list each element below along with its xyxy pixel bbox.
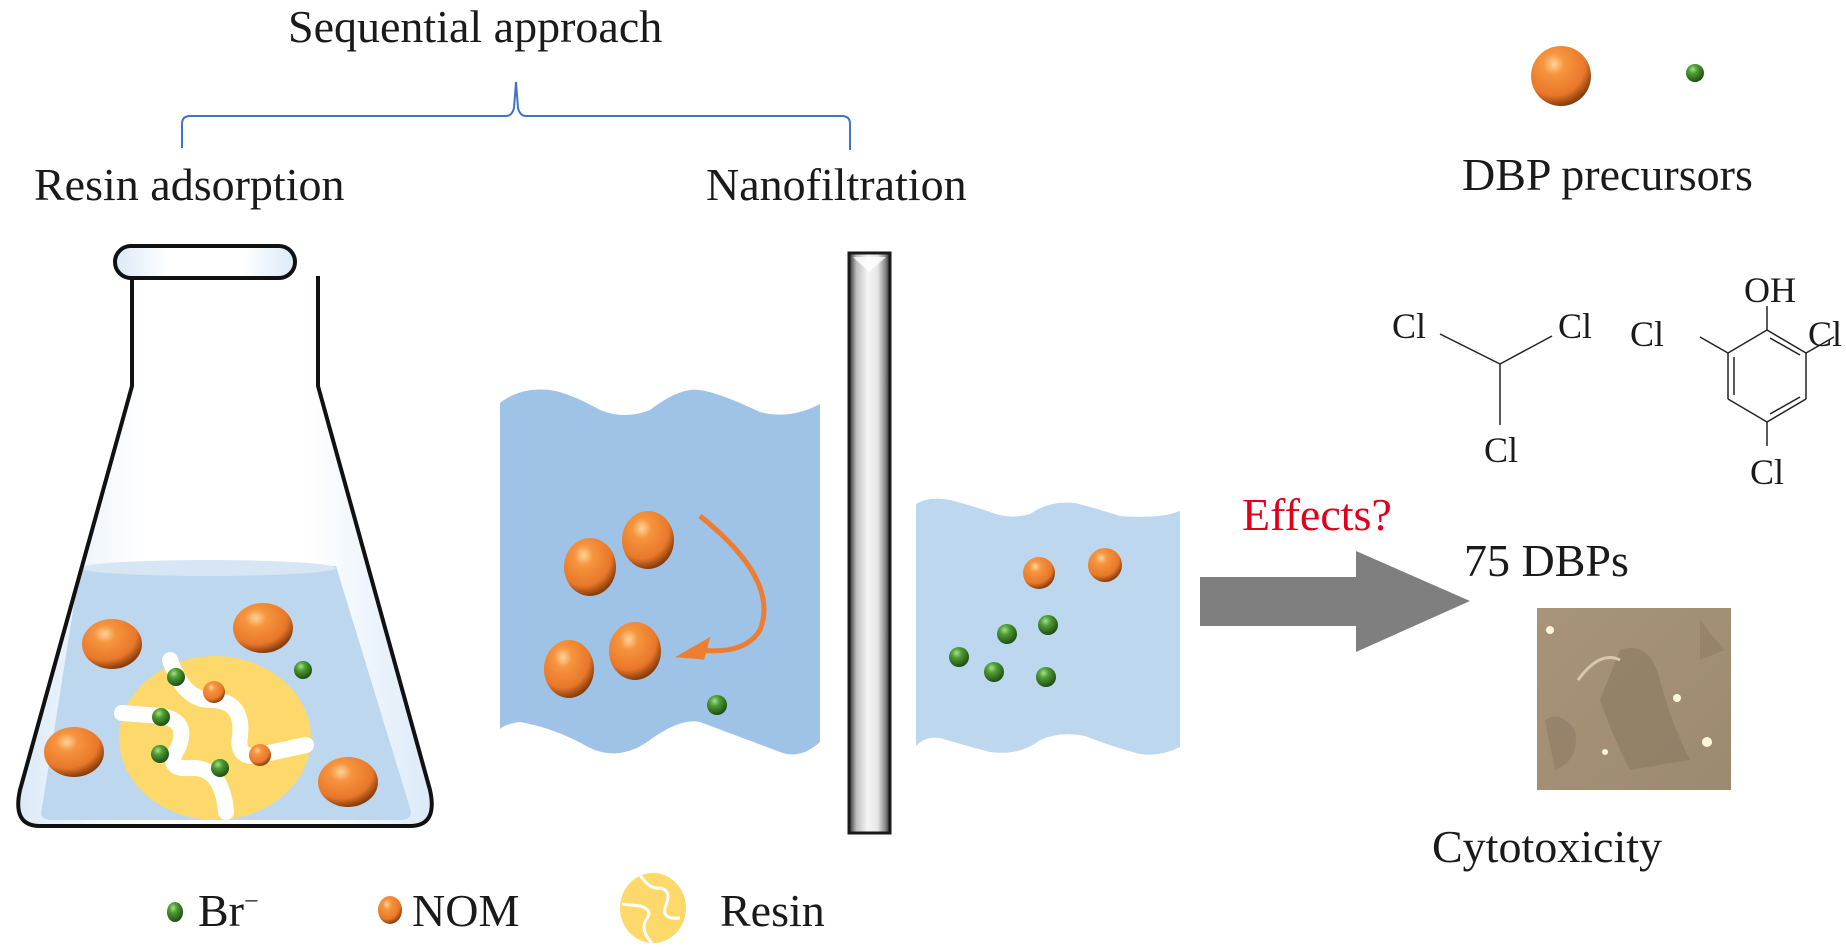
trichlorophenol-cl-2: Cl <box>1808 314 1842 354</box>
rejection-arrow <box>698 514 767 654</box>
nom-particle <box>82 619 142 669</box>
nom-particle <box>544 640 594 698</box>
diagram-title: Sequential approach <box>288 1 663 52</box>
nom-particle <box>622 511 674 569</box>
legend-icons <box>167 873 686 945</box>
legend-bromide-charge: − <box>244 886 259 916</box>
trichlorophenol-cl-1: Cl <box>1630 314 1664 354</box>
trichlorophenol-cl-3: Cl <box>1750 452 1784 492</box>
bromide-particle <box>949 647 969 667</box>
nom-particle <box>1088 548 1122 582</box>
dbps-count-label: 75 DBPs <box>1464 535 1629 586</box>
bromide-precursor-icon <box>1686 64 1704 82</box>
legend-nom-label: NOM <box>412 885 520 936</box>
bromide-particle <box>294 661 312 679</box>
bromide-particle <box>984 662 1004 682</box>
nanofiltration-label: Nanofiltration <box>706 159 967 210</box>
nanofiltration-membrane <box>847 251 892 835</box>
flask-particles <box>44 603 378 807</box>
nom-particle <box>318 757 378 807</box>
resin-adsorption-label: Resin adsorption <box>34 159 345 210</box>
nom-particle <box>249 744 271 766</box>
effects-label: Effects? <box>1242 489 1392 540</box>
cytotoxicity-label: Cytotoxicity <box>1432 821 1662 872</box>
nom-precursor-icon <box>1531 46 1591 106</box>
bromide-particle <box>707 695 727 715</box>
feed-water <box>500 389 820 755</box>
effects-arrow <box>1200 551 1470 652</box>
bromide-particle <box>997 624 1017 644</box>
green-sphere-icon <box>167 902 183 922</box>
resin-bead-icon <box>620 873 686 945</box>
chloroform-cl-1: Cl <box>1392 306 1426 346</box>
cell-micrograph <box>1537 608 1731 790</box>
nom-particle <box>1023 557 1055 589</box>
permeate-water <box>916 498 1180 755</box>
nom-particle <box>233 603 293 653</box>
bromide-particle <box>1036 667 1056 687</box>
trichlorophenol-oh: OH <box>1744 270 1796 310</box>
bromide-particle <box>152 708 170 726</box>
nom-particle <box>609 622 661 680</box>
nom-particle <box>564 538 616 596</box>
chloroform-cl-2: Cl <box>1558 306 1592 346</box>
trichlorophenol-structure <box>1699 306 1835 446</box>
legend-bromide-label: Br− <box>198 884 259 937</box>
chloroform-cl-3: Cl <box>1484 430 1518 470</box>
nom-particle <box>44 727 104 777</box>
nom-particle <box>203 681 225 703</box>
flask-rim <box>113 244 297 280</box>
dbp-precursors-label: DBP precursors <box>1462 149 1753 200</box>
sequential-bracket <box>181 81 851 150</box>
legend-resin-label: Resin <box>720 885 825 936</box>
orange-sphere-icon <box>378 896 402 924</box>
bromide-particle <box>167 668 185 686</box>
bromide-particle <box>151 745 169 763</box>
bromide-particle <box>211 759 229 777</box>
bromide-particle <box>1038 615 1058 635</box>
resin-bead <box>114 652 314 820</box>
chloroform-structure <box>1439 333 1553 425</box>
legend-bromide-text: Br <box>198 885 244 936</box>
